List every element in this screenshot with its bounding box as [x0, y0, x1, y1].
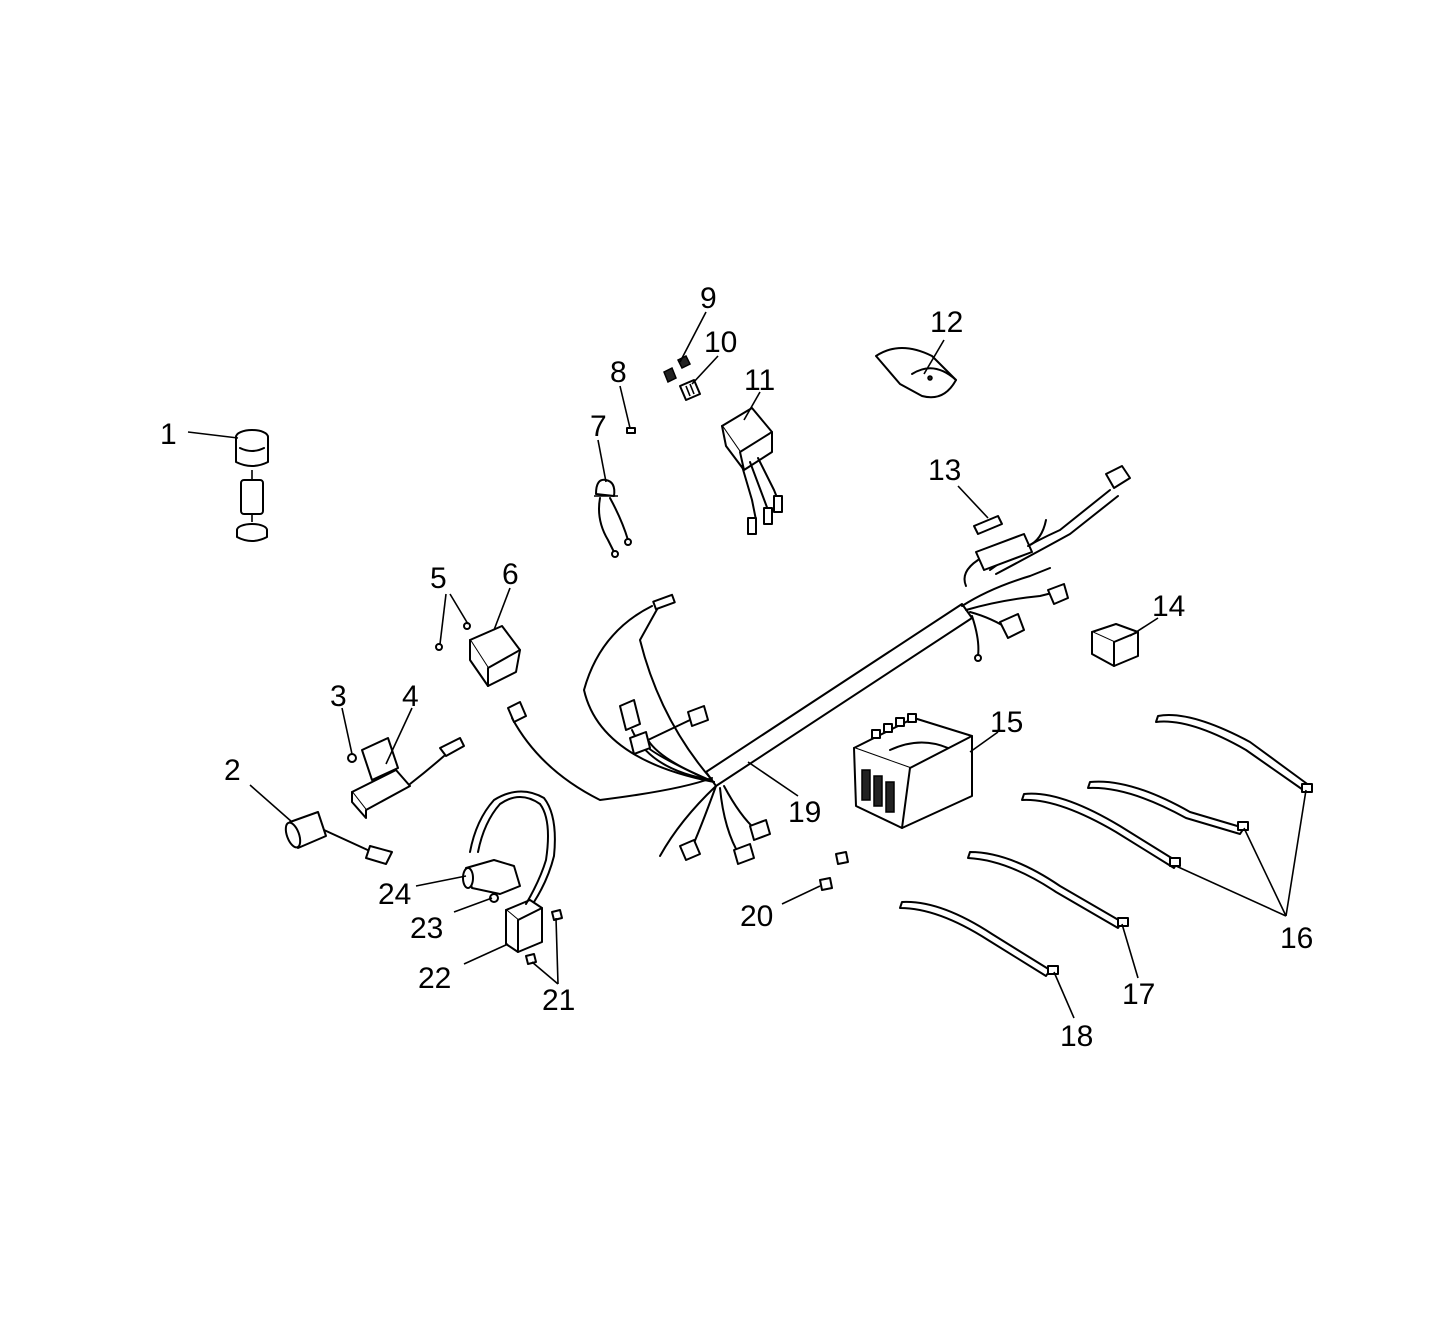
part-24-plug-cap	[462, 859, 521, 895]
callout-22: 22	[418, 962, 451, 995]
part-19-wiring-harness	[507, 465, 1131, 865]
part-21-screws	[525, 909, 563, 965]
callout-labels: 1 2 3 4 5 6 7 8 9 10 11 12 13 14 15 16 1…	[160, 282, 1313, 1053]
callout-10: 10	[704, 326, 737, 359]
callout-11: 11	[744, 364, 775, 397]
part-2-switch	[284, 811, 393, 865]
part-7-bulb	[594, 478, 632, 558]
part-10-fuse-holder	[679, 379, 701, 401]
part-18-strap	[899, 900, 1059, 977]
callout-15: 15	[990, 706, 1023, 739]
part-1-switch	[235, 429, 269, 542]
part-9-fuse	[663, 354, 692, 384]
callout-24: 24	[378, 878, 411, 911]
callout-16: 16	[1280, 922, 1313, 955]
part-4-relay	[347, 737, 465, 819]
callout-1: 1	[160, 418, 177, 451]
leader-lines	[187, 311, 1307, 1019]
callout-17: 17	[1122, 978, 1155, 1011]
callout-13: 13	[928, 454, 961, 487]
callout-14: 14	[1152, 590, 1185, 623]
callout-18: 18	[1060, 1020, 1093, 1053]
part-8-clip	[626, 427, 636, 434]
callout-2: 2	[224, 754, 241, 787]
part-15-battery	[853, 713, 973, 829]
part-14-relay	[1091, 623, 1139, 667]
part-17-strap	[967, 851, 1129, 929]
callout-8: 8	[610, 356, 627, 389]
callout-23: 23	[410, 912, 443, 945]
callout-21: 21	[542, 984, 575, 1017]
callout-7: 7	[590, 410, 607, 443]
part-20-bolts	[819, 851, 849, 891]
part-6-module	[435, 622, 521, 687]
callout-5: 5	[430, 562, 447, 595]
part-13-fuse	[973, 515, 1003, 535]
part-16-straps	[1021, 714, 1313, 869]
callout-6: 6	[502, 558, 519, 591]
callout-9: 9	[700, 282, 717, 315]
callout-12: 12	[930, 306, 963, 339]
callout-3: 3	[330, 680, 347, 713]
part-12-pouch	[875, 347, 957, 399]
part-22-ignition-coil	[469, 790, 556, 953]
callout-20: 20	[740, 900, 773, 933]
callout-4: 4	[402, 680, 419, 713]
callout-19: 19	[788, 796, 821, 829]
part-11-control-box	[721, 407, 783, 535]
